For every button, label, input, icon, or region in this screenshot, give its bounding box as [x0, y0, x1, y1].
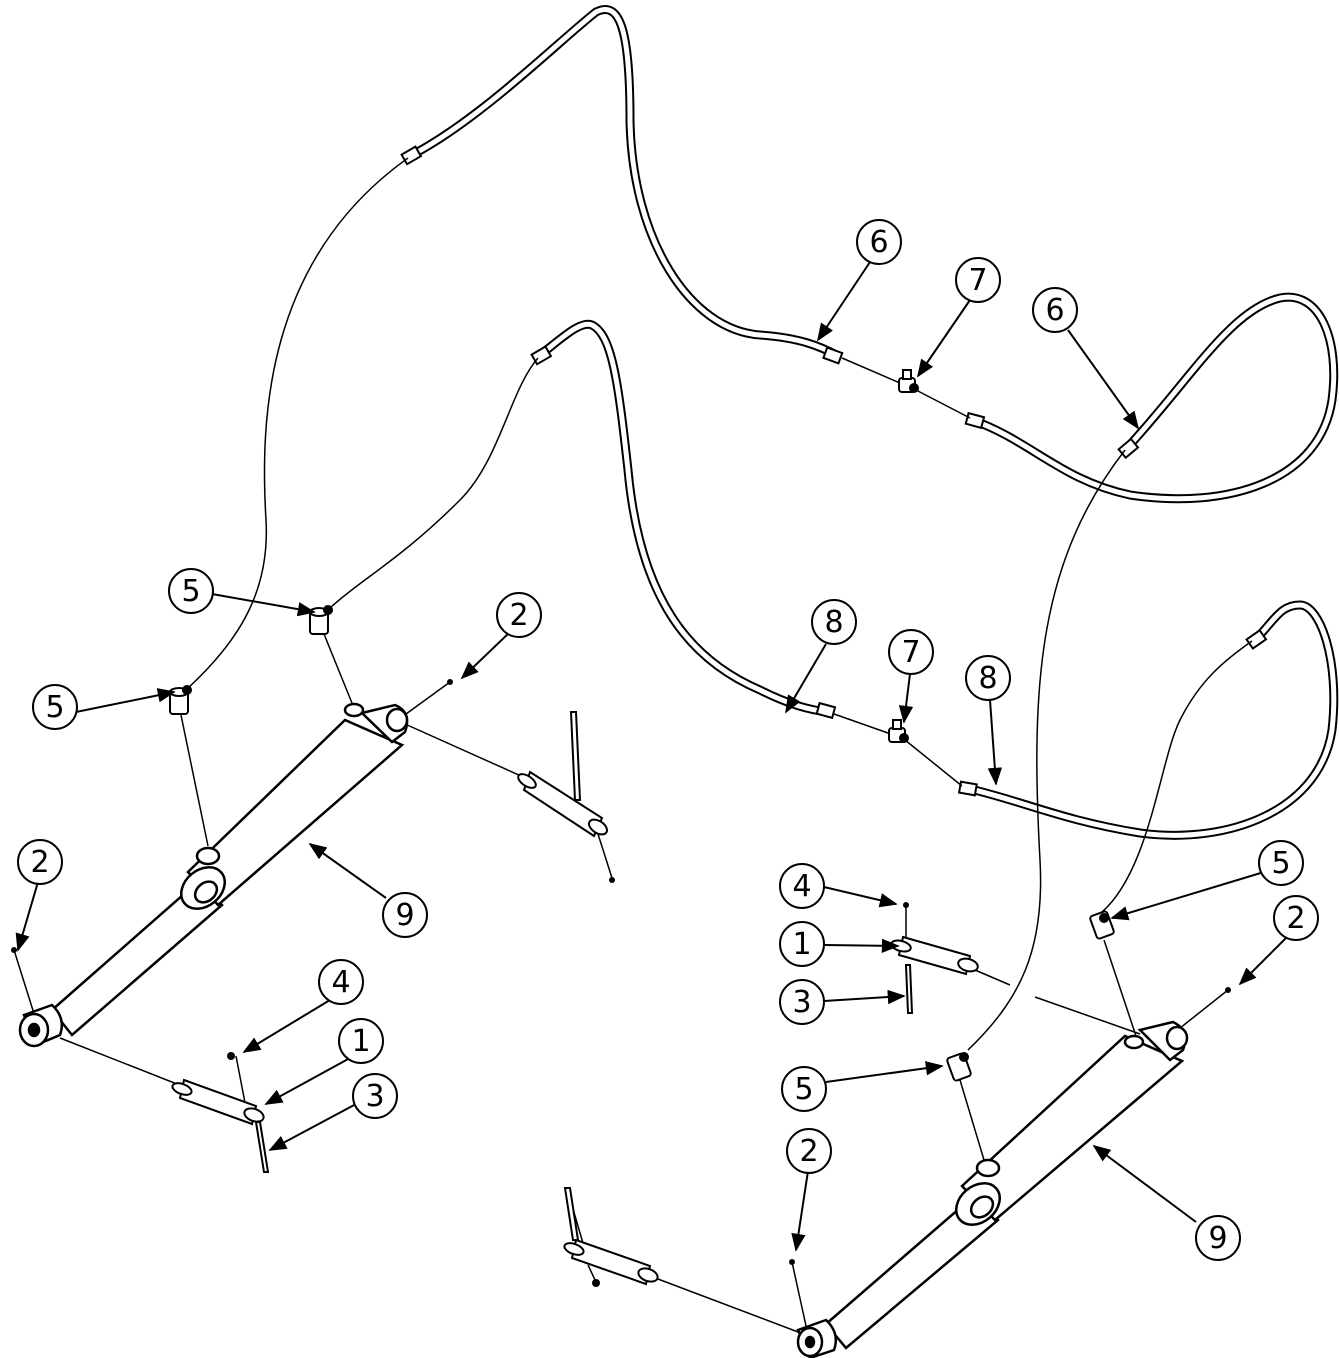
balloon-8-right: 8: [965, 655, 1011, 701]
balloon-label: 8: [978, 661, 997, 696]
balloon-7-upper: 7: [955, 257, 1001, 303]
hose-upper-right: [970, 292, 1339, 504]
hoses: [407, 5, 1339, 840]
balloon-2-right: 2: [1273, 895, 1319, 941]
hose-end-fittings: [400, 145, 1268, 797]
balloon-9-right: 9: [1195, 1215, 1241, 1261]
balloon-9-left: 9: [382, 892, 428, 938]
balloon-label: 2: [1286, 901, 1305, 936]
pin-left: [171, 1078, 270, 1173]
balloon-label: 4: [331, 965, 350, 1000]
balloon-label: 6: [1045, 293, 1064, 328]
balloon-label: 7: [968, 263, 987, 298]
item-balloons: 6 7 6 5 2 5 8 7: [17, 219, 1319, 1261]
leader-lines: [15, 261, 1291, 1252]
balloon-label: 5: [794, 1072, 813, 1107]
balloon-label: 5: [181, 574, 200, 609]
balloon-4-left: 4: [318, 959, 364, 1005]
balloon-8-left: 8: [811, 599, 857, 645]
balloon-3-left: 3: [352, 1073, 398, 1119]
pin-middle-right: [890, 935, 979, 1014]
balloon-label: 1: [792, 927, 811, 962]
hydraulic-cylinders: [18, 702, 1189, 1358]
balloon-2-upper: 2: [496, 592, 542, 638]
elbow-right: [1089, 910, 1115, 940]
balloon-label: 1: [351, 1024, 370, 1059]
clevis-pins: [171, 711, 979, 1286]
cylinder-left: [18, 702, 409, 1048]
balloon-label: 5: [1271, 846, 1290, 881]
balloon-label: 5: [45, 690, 64, 725]
balloon-5-right: 5: [1258, 840, 1304, 886]
hose-lower-left: [537, 319, 829, 717]
balloon-4-right: 4: [779, 863, 825, 909]
balloon-label: 9: [1208, 1221, 1227, 1256]
balloon-5-upper-left: 5: [168, 568, 214, 614]
balloon-label: 6: [869, 225, 888, 260]
balloon-label: 3: [792, 985, 811, 1020]
hose-upper-left: [407, 5, 841, 360]
balloon-label: 2: [509, 598, 528, 633]
balloon-6-right: 6: [1032, 287, 1078, 333]
balloon-label: 2: [799, 1134, 818, 1169]
hose-lower-right: [965, 600, 1339, 840]
balloon-7-lower: 7: [888, 629, 934, 675]
balloon-2-bottom: 2: [786, 1128, 832, 1174]
balloon-label: 4: [792, 869, 811, 904]
pin-upper: [517, 711, 609, 838]
elbow-upper-left: [309, 605, 333, 635]
tee-upper: [898, 369, 919, 393]
balloon-3-right: 3: [779, 979, 825, 1025]
elbow-left: [169, 685, 192, 715]
cylinder-right: [796, 1020, 1189, 1358]
balloon-1-right: 1: [779, 921, 825, 967]
balloon-5-left: 5: [32, 684, 78, 730]
elbow-right-lower: [946, 1052, 972, 1082]
balloon-label: 9: [395, 898, 414, 933]
balloon-label: 7: [901, 635, 920, 670]
balloon-2-left: 2: [17, 839, 63, 885]
balloon-1-left: 1: [338, 1018, 384, 1064]
balloon-5-right-lower: 5: [781, 1066, 827, 1112]
balloon-6-upper: 6: [856, 219, 902, 265]
tee-lower: [888, 719, 909, 743]
pin-bottom: [563, 1187, 659, 1286]
tee-fittings: [888, 369, 919, 743]
balloon-label: 3: [365, 1079, 384, 1114]
balloon-label: 8: [824, 605, 843, 640]
hardware-dots: [11, 679, 1231, 1287]
balloon-label: 2: [30, 845, 49, 880]
